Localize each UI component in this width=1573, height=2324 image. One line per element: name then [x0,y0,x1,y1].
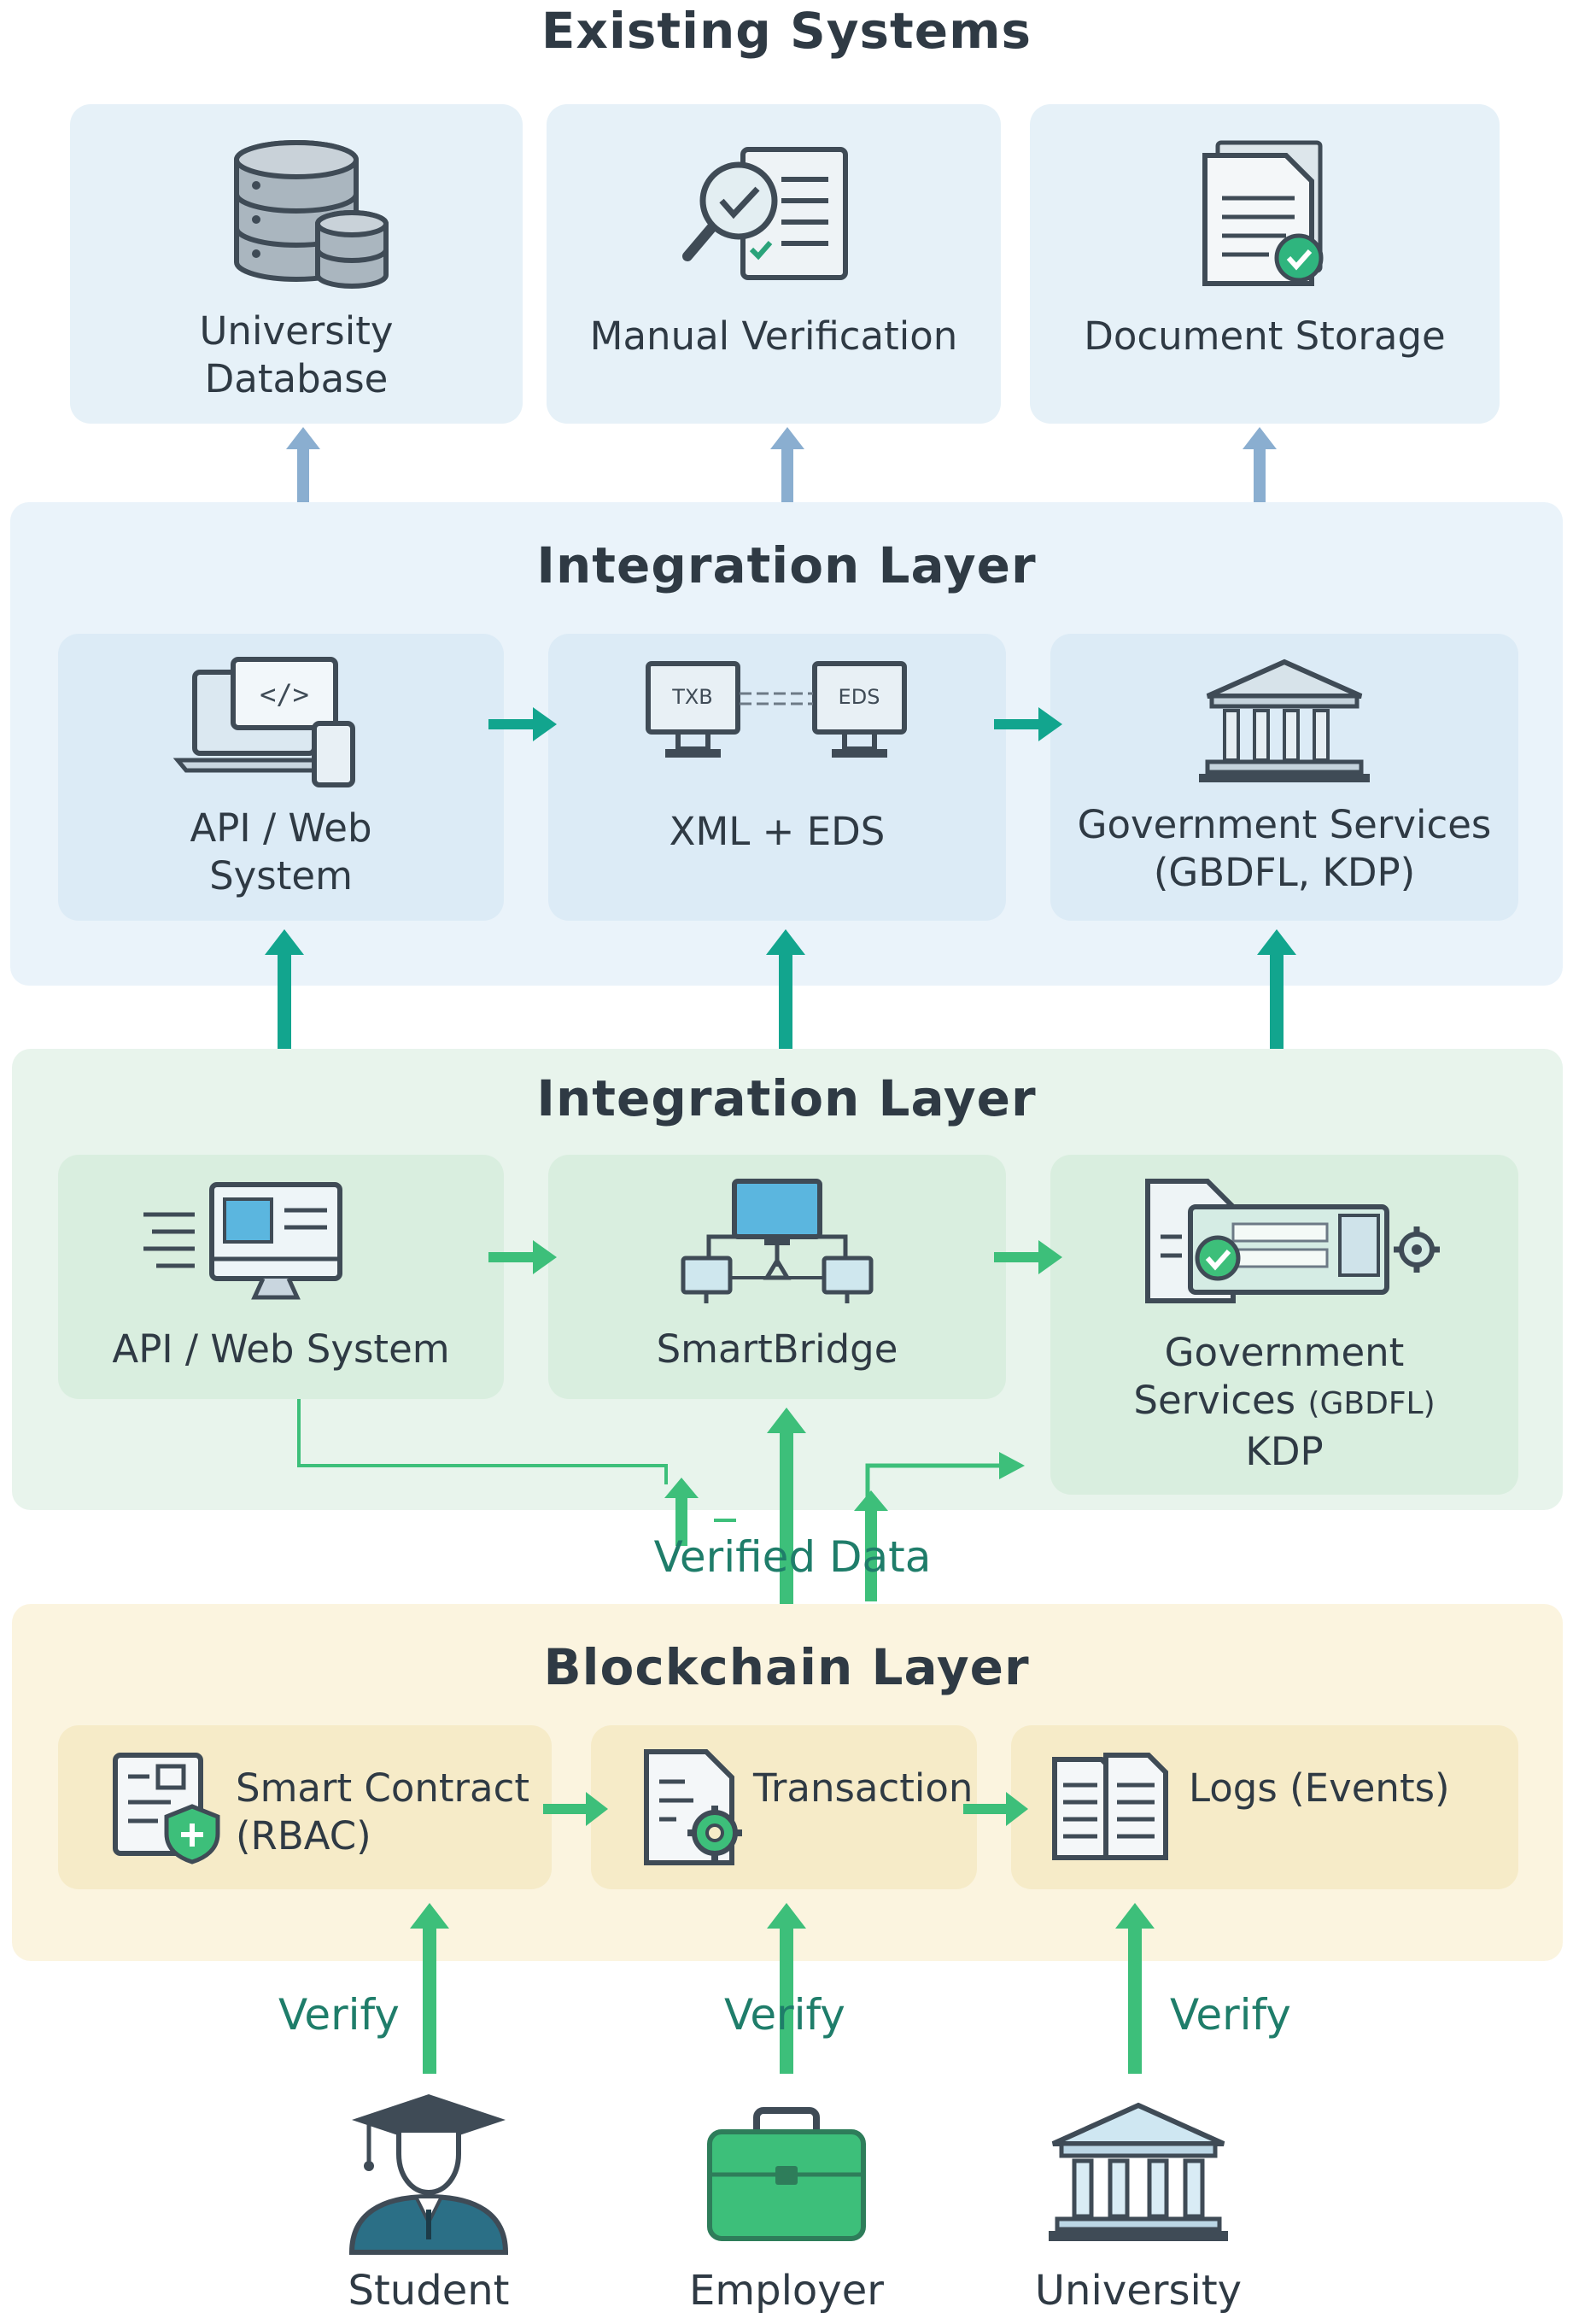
university-label: University [1034,2267,1243,2315]
eds-screen-label: EDS [839,685,880,709]
smartbridge-label: SmartBridge [656,1326,898,1372]
integration-layer-title: Integration Layer [536,536,1037,594]
api-web-system-card: </> API / Web System [58,634,504,921]
government-services-label-top: Government Services (GBDFL, KDP) [1077,802,1492,895]
government-services-card-mid: Government Services (GBDFL) KDP [1050,1155,1518,1495]
arrow-right-icon [543,1792,608,1826]
document-check-icon [1202,140,1324,286]
database-icon [234,140,389,289]
arrow-up-icon [410,1903,449,2074]
arrow-right-icon [488,1240,557,1274]
arrow-up-icon [766,929,805,1049]
university-database-card: University Database [70,104,523,424]
arrow-up-icon [1243,427,1277,504]
arrow-up-icon [286,427,320,504]
government-services-label-mid: Government Services (GBDFL) KDP [1133,1330,1436,1474]
smartbridge-card: SmartBridge [548,1155,1006,1399]
university-building-icon [1049,2102,1228,2241]
two-monitors-icon: TXB EDS [646,661,907,758]
arrow-right-icon [488,707,557,741]
arrow-up-icon [265,929,304,1049]
arrow-up-icon [767,1408,806,1604]
desktop-monitor-icon [143,1182,342,1300]
briefcase-icon [707,2107,866,2241]
verify-label-student: Verify [278,1990,400,2040]
blockchain-layer-title: Blockchain Layer [543,1638,1030,1696]
smart-contract-label: Smart Contract (RBAC) [236,1765,530,1859]
document-gear-icon [1145,1179,1440,1303]
integration-layer-title-2: Integration Layer [536,1069,1037,1127]
logs-document-icon [1052,1753,1168,1860]
verify-label-employer: Verify [724,1990,845,2040]
government-services-card-top: Government Services (GBDFL, KDP) [1050,634,1518,921]
verified-data-label: Verified Data [653,1532,932,1582]
arrow-up-icon [854,1490,888,1601]
svg-text:</>: </> [260,678,309,711]
api-web-system-label-2: API / Web System [112,1326,450,1372]
existing-systems-title: Existing Systems [541,2,1032,60]
laptop-code-icon: </> [173,657,355,787]
document-storage-label: Document Storage [1084,313,1446,359]
arrow-right-icon [963,1792,1028,1826]
network-bridge-icon [681,1179,874,1303]
transaction-label: Transaction [753,1765,974,1811]
logs-events-card: Logs (Events) [1011,1725,1518,1889]
api-web-system-card-2: API / Web System [58,1155,504,1399]
arrow-up-icon [1115,1903,1155,2074]
transaction-card: Transaction [591,1725,977,1889]
manual-verification-label: Manual Verification [589,313,958,359]
arrow-up-icon [770,427,804,504]
logs-events-label: Logs (Events) [1189,1765,1450,1811]
manual-verification-card: Manual Verification [547,104,1001,424]
graduate-icon [348,2094,509,2255]
arrow-right-icon [994,1240,1062,1274]
arrow-up-icon [664,1478,699,1546]
document-storage-card: Document Storage [1030,104,1500,424]
employer-label: Employer [689,2267,884,2315]
government-building-icon [1199,659,1370,782]
verify-label-university: Verify [1170,1990,1291,2040]
arrow-up-icon [767,1903,806,2074]
university-database-label: University Database [199,308,394,401]
api-web-system-label: API / Web System [190,805,372,899]
txb-screen-label: TXB [671,685,713,709]
arrow-right-icon [994,707,1062,741]
xml-eds-label: XML + EDS [669,809,886,854]
contract-shield-icon [113,1753,220,1864]
student-label: Student [348,2267,510,2315]
document-gear-icon [644,1749,742,1865]
arrow-up-icon [1257,929,1296,1049]
xml-eds-card: TXB EDS XML + EDS [548,634,1006,921]
magnifier-document-icon [682,147,848,280]
smart-contract-card: Smart Contract (RBAC) [58,1725,552,1889]
